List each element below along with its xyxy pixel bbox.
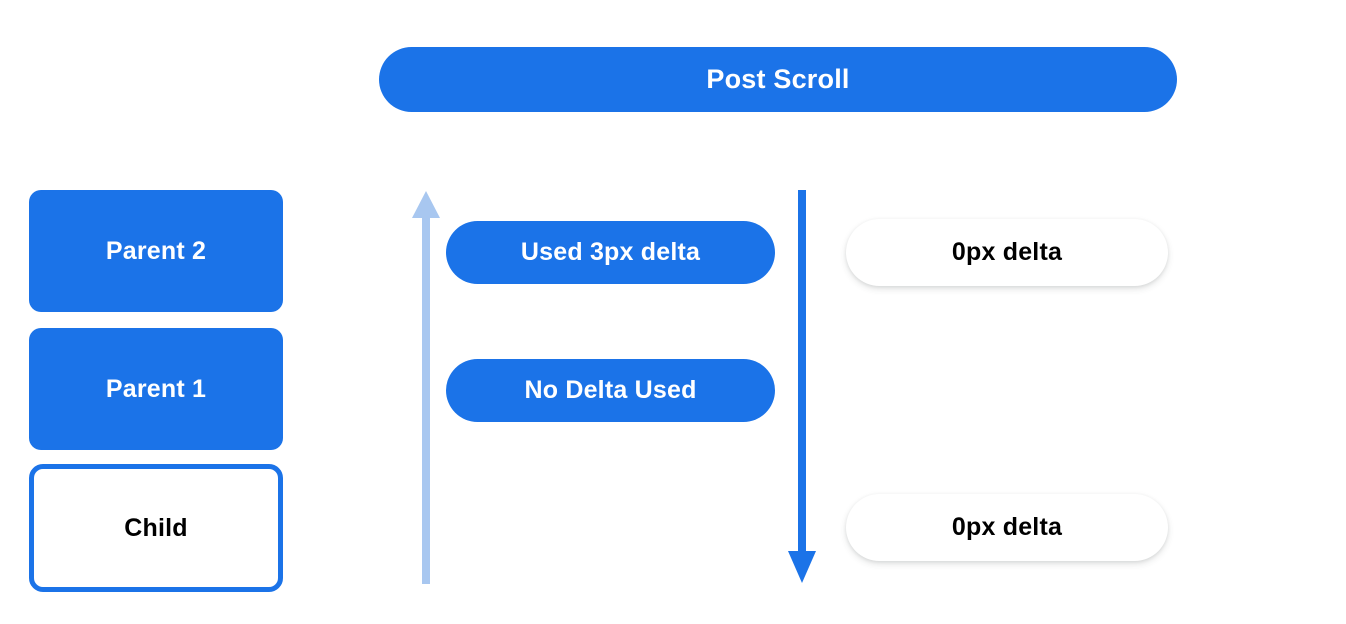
annotation-pill-no-delta[interactable]: No Delta Used bbox=[446, 359, 775, 422]
scroll-node-label: Parent 1 bbox=[105, 374, 207, 403]
scroll-node-label: Parent 2 bbox=[105, 236, 207, 265]
annotation-pill-label: Used 3px delta bbox=[520, 238, 701, 266]
annotation-pill-label: No Delta Used bbox=[524, 376, 697, 404]
annotation-pill-zero-delta-top[interactable]: 0px delta bbox=[846, 219, 1168, 286]
scroll-node-parent-2[interactable]: Parent 2 bbox=[29, 190, 283, 312]
scroll-node-parent-1[interactable]: Parent 1 bbox=[29, 328, 283, 450]
annotation-pill-label: 0px delta bbox=[951, 513, 1063, 541]
scroll-propagation-arrow-down-icon bbox=[788, 190, 816, 583]
consumed-delta-arrow-up-icon bbox=[412, 191, 440, 584]
annotation-pill-zero-delta-bottom[interactable]: 0px delta bbox=[846, 494, 1168, 561]
header-title: Post Scroll bbox=[706, 64, 850, 94]
annotation-pill-label: 0px delta bbox=[951, 238, 1063, 266]
scroll-node-label: Child bbox=[124, 513, 188, 542]
header-banner: Post Scroll bbox=[379, 47, 1177, 112]
scroll-node-child[interactable]: Child bbox=[29, 464, 283, 592]
annotation-pill-used-delta[interactable]: Used 3px delta bbox=[446, 221, 775, 284]
